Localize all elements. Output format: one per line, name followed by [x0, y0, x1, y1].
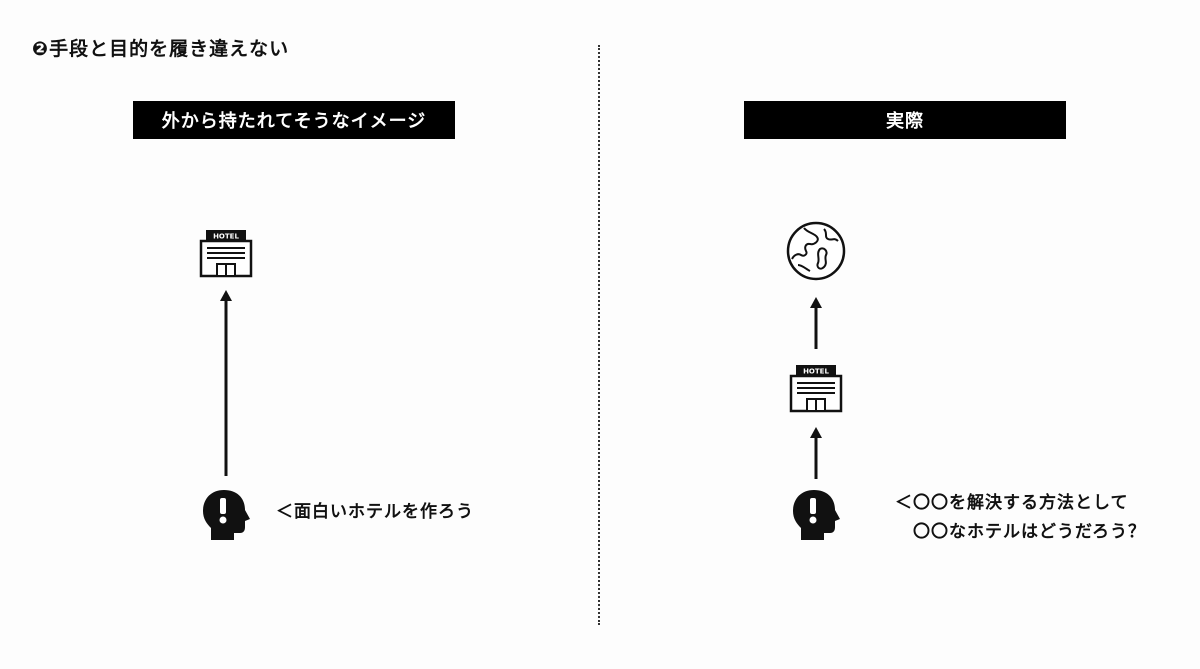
hotel-icon: HOTEL — [199, 230, 253, 278]
right-speech-line-2: 〇〇なホテルはどうだろう？ — [913, 522, 1146, 542]
right-speech-text: ＜〇〇を解決する方法として 〇〇なホテルはどうだろう？ — [895, 489, 1146, 547]
hotel-sign-text: HOTEL — [213, 233, 239, 241]
thinking-person-icon — [793, 490, 840, 540]
left-speech-text: ＜面白いホテルを作ろう — [276, 502, 474, 522]
right-speech-line-1: ＜〇〇を解決する方法として — [895, 493, 1129, 513]
hotel-icon: HOTEL — [789, 365, 843, 413]
right-panel-label: 実際 — [744, 101, 1066, 139]
arrow-up-short-top — [810, 297, 822, 349]
globe-icon — [786, 221, 846, 281]
thinking-person-icon — [203, 490, 250, 540]
arrow-up-short-bottom — [810, 427, 822, 479]
left-panel-label: 外から持たれてそうなイメージ — [133, 101, 455, 139]
arrow-up-long — [220, 290, 232, 476]
dotted-divider — [598, 45, 600, 625]
page-title: ❷手段と目的を履き違えない — [32, 38, 290, 60]
hotel-sign-text: HOTEL — [803, 368, 829, 376]
